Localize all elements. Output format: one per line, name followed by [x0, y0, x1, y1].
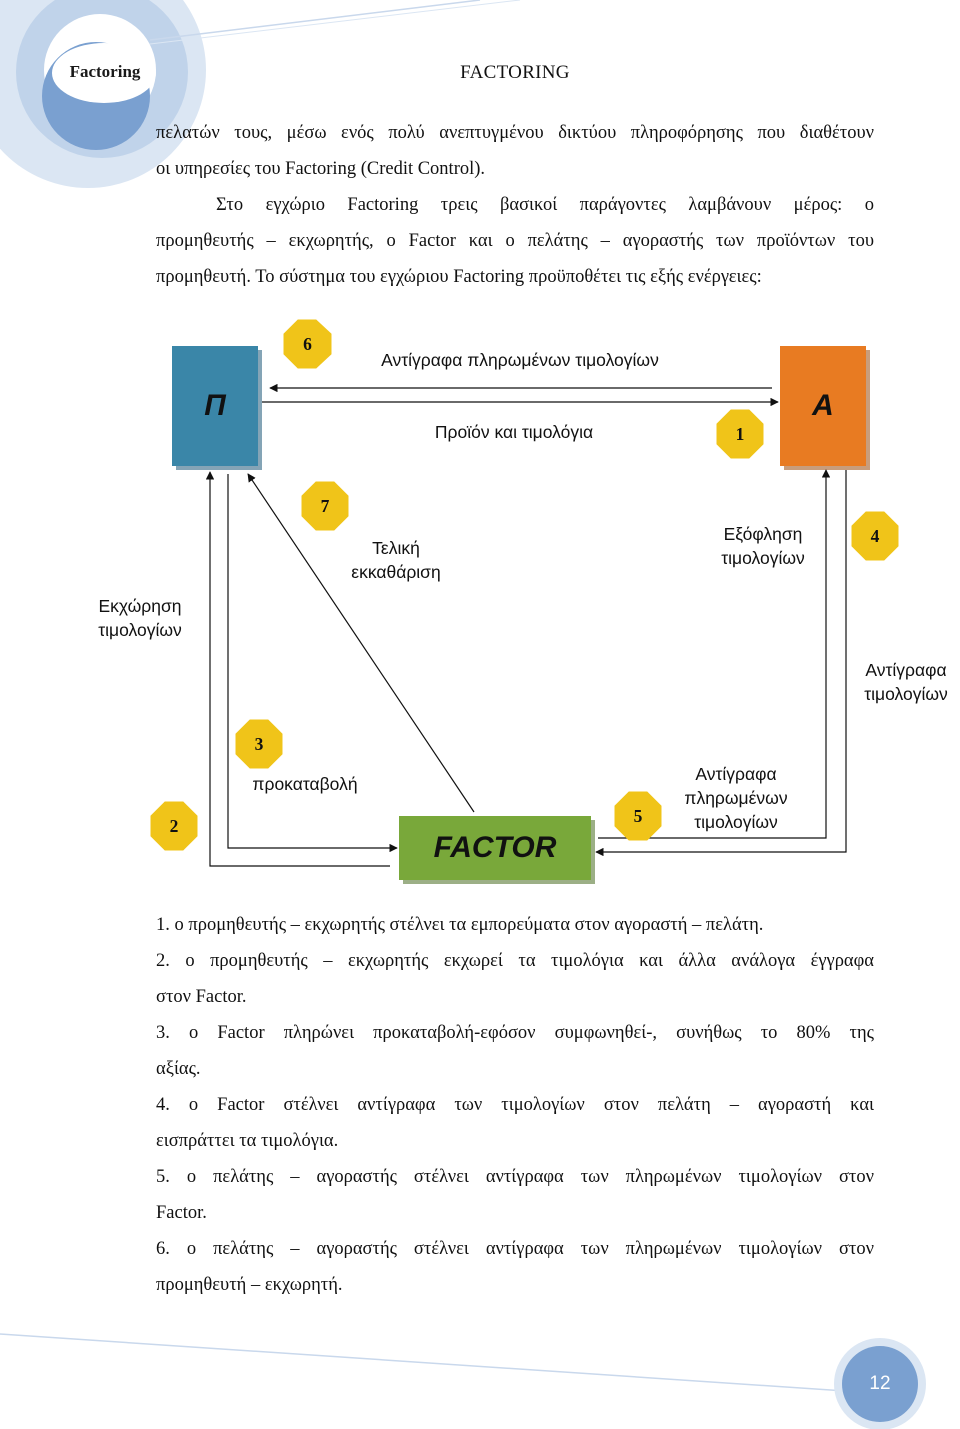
label-line: τιμολογίων — [98, 620, 182, 640]
label-copies-paid: Αντίγραφα πληρωμένων τιμολογίων — [666, 762, 806, 834]
badge-5: 5 — [633, 806, 643, 826]
step-line: 4. ο Factor στέλνει αντίγραφα των τιμολο… — [156, 1095, 874, 1115]
label-product-invoices: Προϊόν και τιμολόγια — [434, 422, 594, 442]
intro-line: προμηθευτής – εκχωρητής, ο Factor και ο … — [156, 231, 874, 251]
step-line: στον Factor. — [156, 987, 247, 1007]
label-copies-paid-top: Αντίγραφα πληρωμένων τιμολογίων — [381, 350, 659, 370]
label-line: Εξόφληση — [723, 524, 803, 544]
buyer-box — [780, 346, 866, 466]
badge-7-shape — [301, 481, 349, 531]
step-line: 1. ο προμηθευτής – εκχωρητής στέλνει τα … — [156, 915, 764, 935]
label-line: Εκχώρηση — [98, 596, 182, 616]
step-line: αξίας. — [156, 1059, 201, 1079]
factor-label: FACTOR — [433, 831, 557, 864]
arrow-assignment-to-factor — [227, 474, 398, 853]
badge-4-shape — [851, 511, 899, 561]
supplier-label: Π — [204, 389, 226, 422]
badge-4: 4 — [870, 526, 880, 546]
intro-line: οι υπηρεσίες του Factoring (Credit Contr… — [156, 159, 486, 179]
arrow-advance-to-supplier — [205, 471, 390, 867]
label-line: τιμολογίων — [864, 684, 948, 704]
buyer-label: Α — [812, 389, 834, 422]
badge-6: 6 — [303, 334, 312, 354]
step-line: 2. ο προμηθευτής – εκχωρητής εκχωρεί τα … — [156, 951, 874, 971]
label-line: Τελική — [372, 538, 420, 558]
label-assignment: Εκχώρηση τιμολογίων — [80, 594, 200, 642]
intro-line: προμηθευτή. Το σύστημα του εγχώριου Fact… — [156, 267, 762, 287]
badge-3: 3 — [254, 734, 264, 754]
label-line: Αντίγραφα — [695, 764, 777, 784]
intro-line: πελατών τους, μέσω ενός πολύ ανεπτυγμένο… — [156, 123, 874, 143]
arrow-copies-paid-to-factor — [595, 470, 847, 857]
page-number: 12 — [869, 1373, 891, 1394]
label-line: Αντίγραφα — [865, 660, 947, 680]
step-line: εισπράττει τα τιμολόγια. — [156, 1131, 339, 1151]
badge-2-shape — [150, 801, 198, 851]
arrow-copies-invoices-to-buyer — [598, 469, 831, 839]
label-line: πληρωμένων — [684, 788, 788, 808]
page-header-title: FACTORING — [460, 62, 570, 83]
label-line: τιμολογίων — [721, 548, 805, 568]
badge-1-shape — [716, 409, 764, 459]
supplier-box — [172, 346, 258, 466]
label-invoice-payment: Εξόφληση τιμολογίων — [688, 522, 838, 570]
factor-box — [399, 816, 591, 880]
step-line: 3. ο Factor πληρώνει προκαταβολή-εφόσον … — [156, 1023, 874, 1043]
header-tag: Factoring — [69, 62, 141, 81]
badge-1: 1 — [735, 424, 745, 444]
intro-text: πελατών τους, μέσω ενός πολύ ανεπτυγμένο… — [156, 115, 874, 295]
intro-line: Στο εγχώριο Factoring τρεις βασικοί παρά… — [216, 195, 874, 215]
badge-7: 7 — [320, 496, 330, 516]
badge-5-shape — [614, 791, 662, 841]
label-copies-invoices: Αντίγραφα τιμολογίων — [852, 658, 960, 706]
step-line: 5. ο πελάτης – αγοραστής στέλνει αντίγρα… — [156, 1167, 874, 1187]
step-line: 6. ο πελάτης – αγοραστής στέλνει αντίγρα… — [156, 1239, 874, 1259]
steps-list: 1. ο προμηθευτής – εκχωρητής στέλνει τα … — [156, 907, 874, 1303]
footer-circle-inner — [842, 1346, 918, 1422]
badge-6-shape — [283, 319, 332, 369]
badge-2: 2 — [169, 816, 179, 836]
step-line: προμηθευτή – εκχωρητή. — [156, 1275, 343, 1295]
arrow-final-settlement — [247, 473, 475, 813]
label-line: εκκαθάριση — [351, 562, 441, 582]
step-line: Factor. — [156, 1203, 207, 1223]
label-line: τιμολογίων — [694, 812, 778, 832]
label-advance: προκαταβολή — [252, 774, 358, 794]
header-tag-bg — [52, 43, 156, 103]
badge-3-shape — [235, 719, 283, 769]
label-final-settlement: Τελική εκκαθάριση — [336, 536, 456, 584]
